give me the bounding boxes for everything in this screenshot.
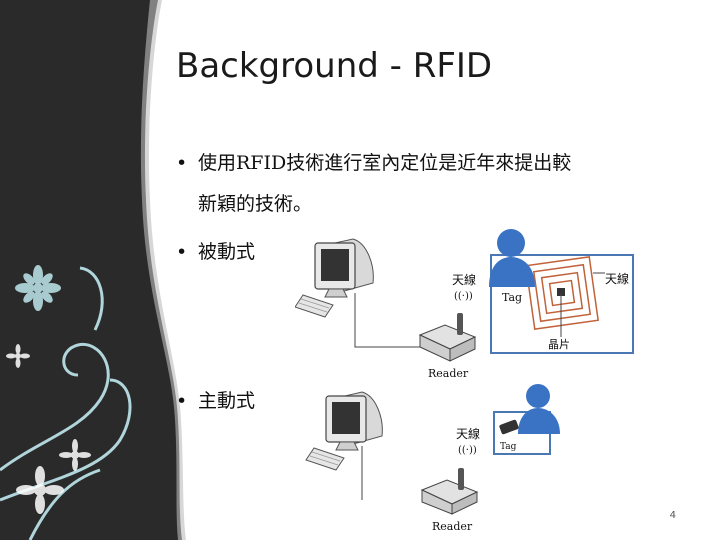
tag-coil-icon — [525, 256, 599, 330]
bullet-2: • 被動式 — [176, 237, 255, 264]
person-icon — [518, 384, 560, 434]
bullet-dot: • — [176, 241, 188, 263]
page-number: 4 — [669, 510, 676, 521]
passive-coil-antenna-label: 天線 — [605, 272, 630, 286]
bullet-3-text: 主動式 — [198, 390, 256, 412]
bullet-1-line1: 使用RFID技術進行室內定位是近年來提出較 — [198, 152, 572, 174]
computer-icon — [305, 391, 383, 471]
reader-icon — [418, 313, 477, 362]
computer-icon — [295, 238, 374, 318]
active-tag-device-icon — [499, 419, 519, 435]
passive-chip-label: 晶片 — [548, 338, 570, 351]
active-tag-label: Tag — [500, 442, 517, 452]
slide-title: Background - RFID — [176, 46, 493, 86]
bullet-dot: • — [176, 152, 188, 174]
person-icon — [489, 229, 535, 287]
bullet-3: • 主動式 — [176, 386, 255, 413]
passive-tag-label: Tag — [502, 291, 523, 304]
tag-frame — [490, 254, 634, 354]
bullet-1: • 使用RFID技術進行室內定位是近年來提出較 — [176, 148, 571, 175]
bullet-2-text: 被動式 — [198, 241, 256, 263]
passive-antenna-label: 天線 — [452, 273, 477, 287]
passive-wireless-symbol: ((·)) — [454, 291, 473, 302]
bullet-dot: • — [176, 390, 188, 412]
bullet-1-line2: 新穎的技術。 — [198, 193, 313, 215]
active-rfid-diagram — [305, 384, 560, 515]
reader-icon — [420, 468, 479, 515]
active-wireless-symbol: ((·)) — [458, 445, 477, 456]
chip-icon — [557, 288, 565, 296]
sidebar-decoration — [0, 0, 186, 540]
active-reader-label: Reader — [432, 520, 473, 533]
active-antenna-label: 天線 — [456, 427, 481, 441]
passive-rfid-diagram — [295, 229, 634, 362]
passive-reader-label: Reader — [428, 367, 469, 380]
flower-icon — [15, 265, 61, 311]
